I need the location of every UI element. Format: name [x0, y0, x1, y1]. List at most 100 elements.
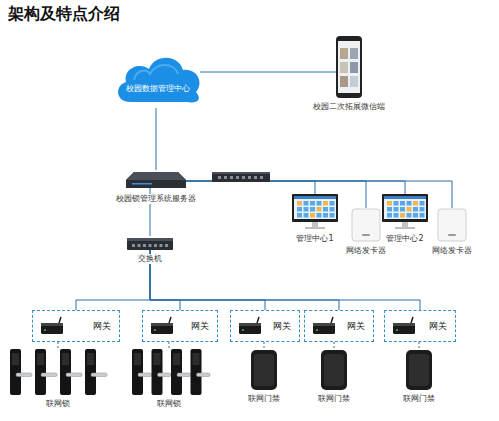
switch-top [212, 172, 270, 174]
gateway-led [396, 329, 398, 331]
switch-port [132, 244, 135, 247]
network-wire [186, 181, 315, 194]
switch-body [212, 172, 270, 182]
gateway-top [41, 323, 63, 326]
phone-tile [340, 48, 348, 59]
lock-icon [130, 349, 208, 395]
monitor-bar [384, 196, 426, 199]
server-top [126, 172, 186, 180]
network-wire [186, 181, 366, 208]
switch-port [224, 176, 227, 179]
switch-node: 交换机 [127, 236, 173, 250]
lock-panel [60, 349, 71, 395]
monitor-cell [297, 213, 302, 218]
switch-icon [127, 236, 173, 250]
gateway-body [151, 323, 173, 334]
monitor-cell [387, 213, 392, 218]
wireless-link [264, 342, 265, 350]
network-wire [200, 72, 336, 73]
node-label: 交换机 [137, 254, 163, 264]
monitor-cell [420, 207, 425, 212]
phone-tile [340, 62, 348, 73]
monitor-bar [294, 196, 336, 199]
monitor-cell [400, 213, 405, 218]
monitor-cell [407, 201, 412, 206]
gateway-top [393, 323, 415, 326]
switch-port [149, 244, 152, 247]
switch-port [254, 176, 257, 179]
monitor-cell [420, 213, 425, 218]
gateway-led [154, 329, 156, 331]
gateway-body [313, 323, 335, 334]
monitor-cell [317, 201, 322, 206]
door-node: 联网门禁 [406, 350, 432, 390]
network-wire [150, 250, 339, 310]
monitor-base [395, 227, 415, 229]
lock-panel [171, 349, 182, 395]
monitor-icon [382, 194, 428, 230]
lock-keypad [37, 353, 44, 365]
node-label: 网关 [191, 321, 209, 331]
cloud-highlight [134, 65, 178, 80]
monitor-stand [402, 222, 408, 227]
gateway-top [239, 323, 261, 326]
monitor-node: 管理中心2 [382, 194, 428, 230]
monitor-stand [312, 222, 318, 227]
monitor-cell [330, 201, 335, 206]
switch-body [127, 238, 173, 250]
switch-port [154, 244, 157, 247]
lock-handle [138, 373, 152, 377]
gw-node: 网关 [230, 310, 300, 342]
door-body [406, 350, 432, 390]
gateway-antenna [257, 317, 259, 323]
gateway-icon [39, 317, 65, 335]
switch-port [218, 176, 221, 179]
gateway-led [44, 329, 46, 331]
monitor-cell [317, 207, 322, 212]
reader-icon [437, 208, 467, 242]
gateway-icon [391, 317, 417, 335]
switch-port [242, 176, 245, 179]
gateway-top [313, 323, 335, 326]
switch-port [236, 176, 239, 179]
monitor-cell [323, 201, 328, 206]
switch-port [248, 176, 251, 179]
lock-keypad [173, 353, 180, 365]
lock-handle [177, 373, 191, 377]
lock-icon [8, 349, 108, 395]
gateway-led [316, 329, 318, 331]
lock-node: 联网锁 [8, 349, 108, 395]
monitor-cell [304, 207, 309, 212]
lock-panel [191, 349, 202, 395]
lock-keypad [193, 353, 200, 365]
switch-port [230, 176, 233, 179]
reader-node: 网络发卡器 [437, 208, 467, 242]
door-node: 联网门禁 [321, 350, 347, 390]
node-label: 网络发卡器 [431, 246, 473, 256]
wireless-link [58, 342, 59, 349]
monitor-cell [394, 213, 399, 218]
phone-icon [336, 36, 362, 98]
monitor-cell [420, 201, 425, 206]
monitor-cell [330, 213, 335, 218]
gateway-antenna [169, 317, 171, 323]
monitor-screen [384, 196, 426, 219]
lock-handle [41, 373, 57, 377]
reader-slot [448, 234, 456, 236]
monitor-cell [407, 207, 412, 212]
gateway-body [393, 323, 415, 334]
phone-tile [340, 76, 348, 87]
lock-keypad [62, 353, 69, 365]
node-label: 网关 [93, 321, 111, 331]
lock-handle [197, 373, 211, 377]
monitor-cell [304, 201, 309, 206]
cloud-icon [112, 50, 204, 110]
monitor-cell [304, 213, 309, 218]
monitor-cell [394, 207, 399, 212]
gateway-antenna [59, 317, 61, 323]
node-label: 联网门禁 [402, 394, 436, 404]
reader-body [352, 209, 380, 241]
cloud-node: 校园数据管理中心 [112, 50, 204, 110]
wireless-link [419, 342, 420, 350]
lock-panel [85, 349, 96, 395]
